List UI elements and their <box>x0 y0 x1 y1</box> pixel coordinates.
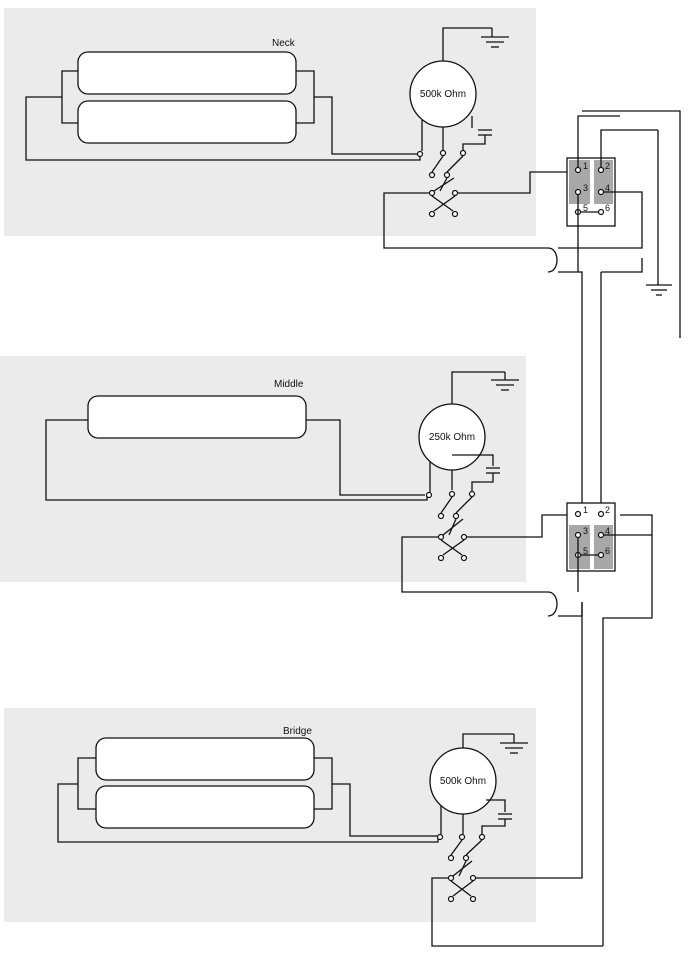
middle-pot-lug <box>448 490 456 498</box>
middle-ground-symbol <box>491 372 519 391</box>
neck-push-pull-switch <box>428 155 464 218</box>
bridge-pot-lug <box>458 833 466 841</box>
svg-text:6: 6 <box>605 203 610 213</box>
neck-pot-lug <box>459 149 467 157</box>
neck-pot-label: 500k Ohm <box>420 89 466 100</box>
svg-text:3: 3 <box>583 526 588 536</box>
middle-capacitor <box>471 467 500 491</box>
bridge-push-pull-switch <box>447 839 483 903</box>
neck-capacitor <box>462 129 492 150</box>
bridge-coil-top <box>95 737 315 781</box>
middle-coil <box>87 395 307 439</box>
neck-pot-lug <box>416 150 424 158</box>
bridge-ground-symbol <box>500 734 528 754</box>
svg-text:3: 3 <box>583 183 588 193</box>
neck-coil-bottom <box>77 100 297 144</box>
bridge-pot-lug <box>436 833 444 841</box>
svg-text:2: 2 <box>605 161 610 171</box>
neck-section: Neck 500k Ohm <box>25 27 578 249</box>
svg-text:6: 6 <box>605 546 610 556</box>
middle-label: Middle <box>274 379 304 390</box>
neck-label: Neck <box>272 38 296 49</box>
bridge-pot-label: 500k Ohm <box>440 776 486 787</box>
svg-text:5: 5 <box>583 203 588 213</box>
svg-text:2: 2 <box>605 505 610 515</box>
middle-pot-label: 250k Ohm <box>429 432 475 443</box>
bridge-section: Bridge 500k Ohm <box>57 602 603 947</box>
svg-text:5: 5 <box>583 546 588 556</box>
selector-switch-2: 1 2 3 4 5 6 <box>566 502 616 572</box>
bridge-capacitor <box>481 813 512 834</box>
bridge-coil-bottom <box>95 785 315 829</box>
middle-panel <box>0 356 526 582</box>
svg-text:1: 1 <box>583 161 588 171</box>
bridge-pot-lug <box>478 833 486 841</box>
svg-text:4: 4 <box>605 526 610 536</box>
svg-text:1: 1 <box>583 505 588 515</box>
neck-ground-symbol <box>481 28 509 48</box>
middle-pot-lug <box>468 490 476 498</box>
neck-pot-lug <box>439 149 447 157</box>
middle-pot-lug <box>425 491 433 499</box>
middle-push-pull-switch <box>437 496 473 562</box>
neck-coil-top <box>77 51 297 95</box>
bridge-label: Bridge <box>283 726 312 737</box>
output-ground-symbol <box>646 284 672 296</box>
middle-section: Middle 250k Ohm <box>45 371 578 593</box>
svg-text:4: 4 <box>605 183 610 193</box>
